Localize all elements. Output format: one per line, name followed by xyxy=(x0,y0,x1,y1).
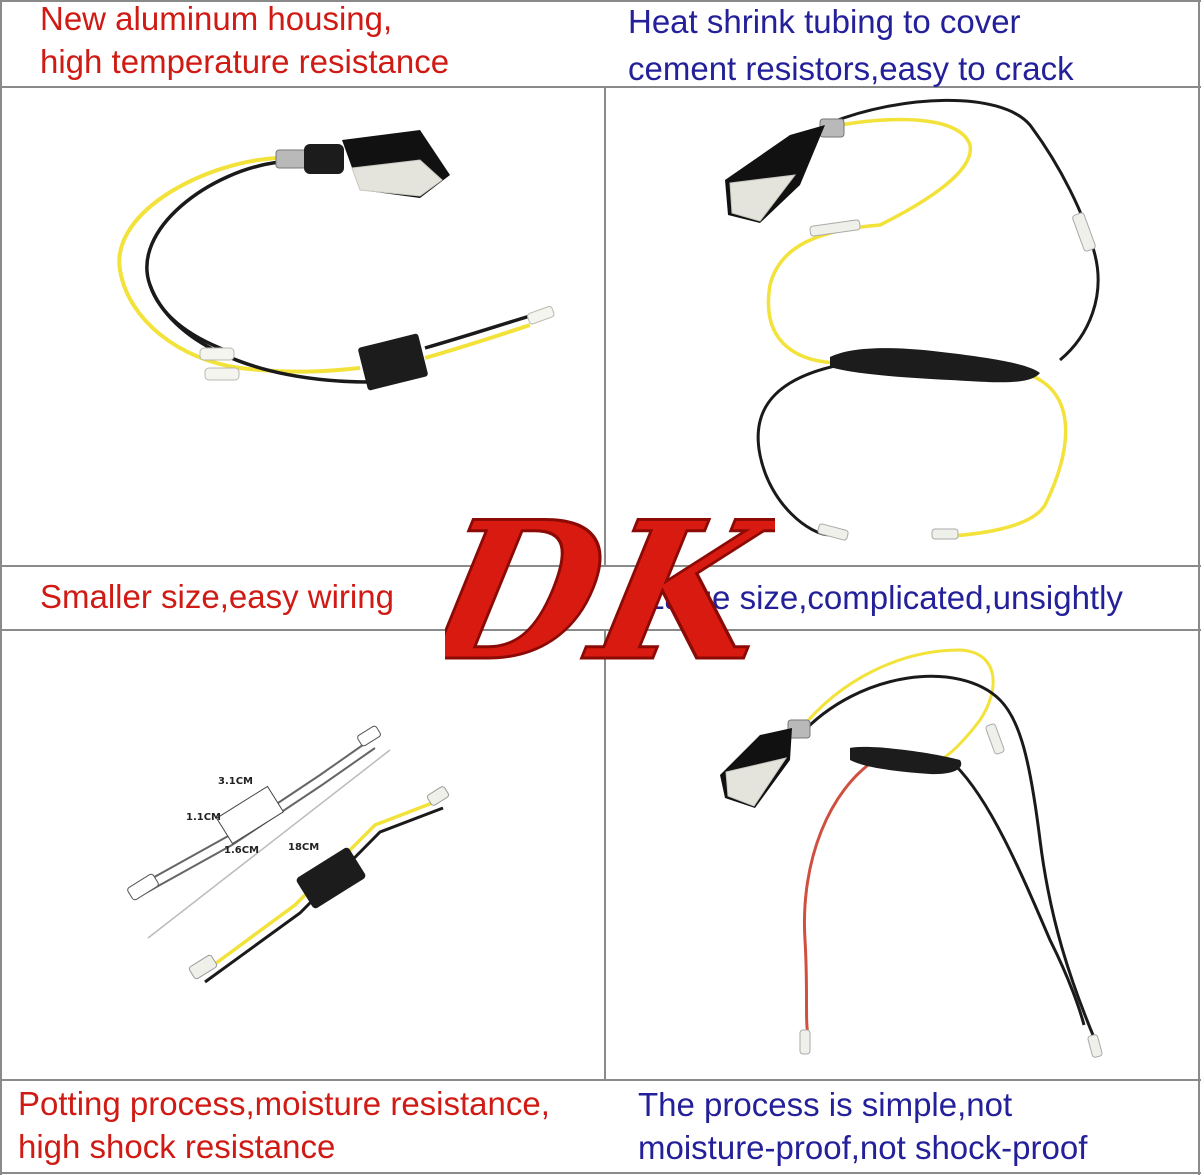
grid-line-center-bottom xyxy=(604,629,606,1081)
grid-line-center-top xyxy=(604,86,606,566)
brand-logo-text: DK xyxy=(445,490,775,703)
photo-dimension-diagram: 3.1CM 1.1CM 1.6CM 18CM xyxy=(120,720,460,1000)
caption-line: cement resistors,easy to crack xyxy=(628,50,1074,87)
caption-line: high shock resistance xyxy=(18,1128,336,1165)
grid-line-middle-top xyxy=(0,565,1201,567)
caption-line: Large size,complicated,unsightly xyxy=(646,579,1123,616)
caption-line: high temperature resistance xyxy=(40,43,450,80)
brand-logo: DK xyxy=(445,490,775,705)
grid-line-left xyxy=(0,0,2,1175)
caption-mid-right: Large size,complicated,unsightly xyxy=(646,576,1123,619)
dimension-wire-length-label: 18CM xyxy=(288,842,319,853)
grid-line-bottom xyxy=(0,1172,1201,1174)
grid-line-middle-bottom xyxy=(0,629,1201,631)
photo-compact-resistor xyxy=(90,120,570,410)
grid-line-right xyxy=(1198,0,1200,1175)
dimension-height-label: 1.6CM xyxy=(224,845,259,856)
dimension-width-label: 1.1CM xyxy=(186,812,221,823)
grid-line-lower xyxy=(0,1079,1201,1081)
caption-top-right: Heat shrink tubing to cover cement resis… xyxy=(628,0,1074,90)
caption-bottom-left: Potting process,moisture resistance, hig… xyxy=(18,1082,550,1168)
caption-line: Heat shrink tubing to cover xyxy=(628,3,1021,40)
caption-bottom-right: The process is simple,not moisture-proof… xyxy=(638,1083,1087,1169)
photo-cement-resistor xyxy=(700,95,1120,555)
caption-top-left: New aluminum housing, high temperature r… xyxy=(40,0,449,83)
caption-mid-left: Smaller size,easy wiring xyxy=(40,575,394,618)
grid-line-upper xyxy=(0,86,1201,88)
caption-line: New aluminum housing, xyxy=(40,0,393,37)
caption-line: moisture-proof,not shock-proof xyxy=(638,1129,1088,1166)
caption-line: Potting process,moisture resistance, xyxy=(18,1085,550,1122)
photo-simple-resistor xyxy=(700,640,1120,1070)
caption-line: The process is simple,not xyxy=(638,1086,1013,1123)
caption-line: Smaller size,easy wiring xyxy=(40,578,394,615)
dimension-length-label: 3.1CM xyxy=(218,776,253,787)
grid-line-top xyxy=(0,0,1201,2)
